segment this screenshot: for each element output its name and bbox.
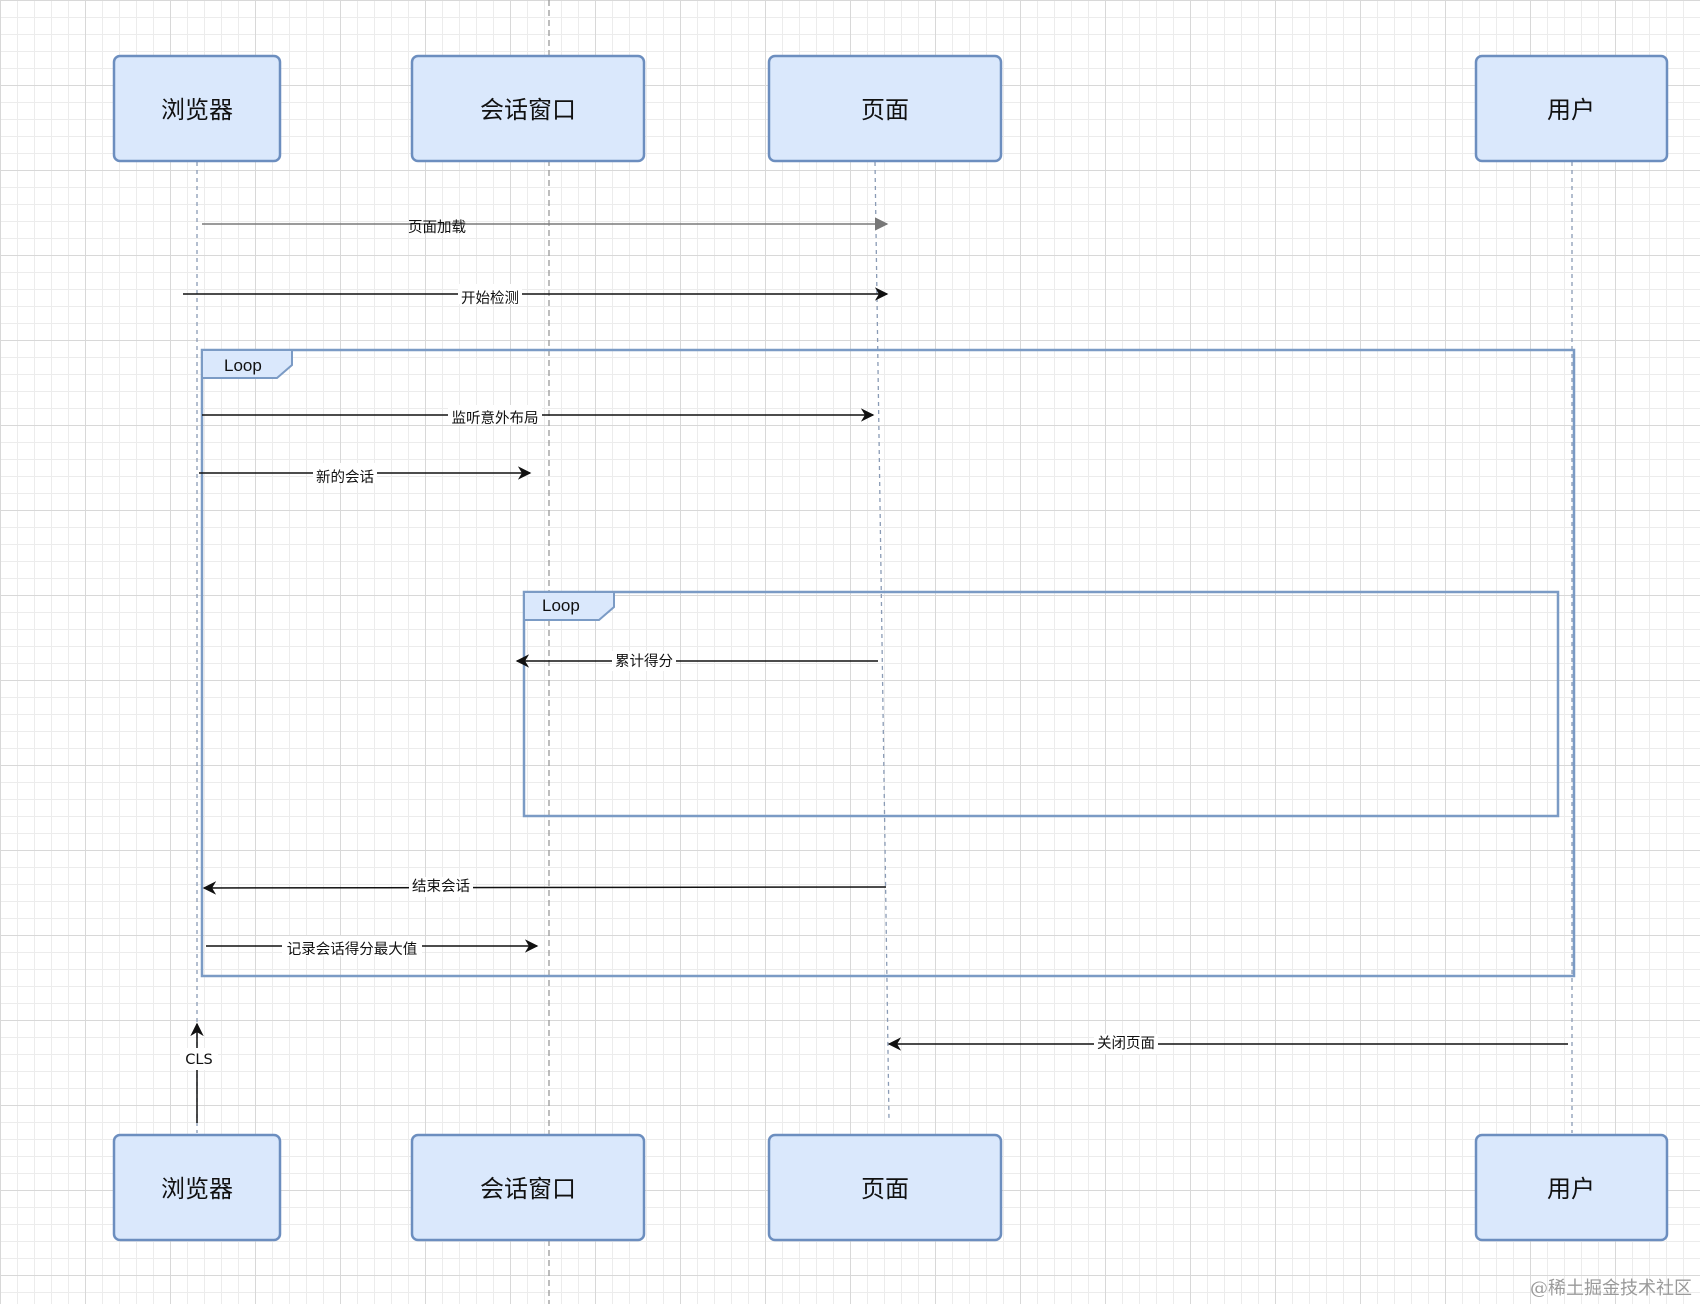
actor-label: 会话窗口 [480,1175,576,1203]
actor-label: 会话窗口 [480,96,576,124]
inner-loop-frame: Loop [522,590,1560,818]
inner-loop-label: Loop [542,596,580,615]
message-end-session: 结束会话 [202,877,887,897]
message-label: 监听意外布局 [452,409,539,427]
message-record-max: 记录会话得分最大值 [206,936,539,958]
message-accumulate-score: 累计得分 [515,651,878,671]
message-page-load: 页面加载 [202,217,889,236]
message-label: 结束会话 [412,878,470,895]
actor-user-top: 用户 [1474,54,1669,163]
actor-label: 浏览器 [161,96,233,124]
message-label: CLS [185,1052,212,1068]
message-label: 页面加载 [408,219,466,236]
actor-session-top: 会话窗口 [410,54,646,163]
message-start-detect: 开始检测 [183,284,889,307]
actor-user-bottom: 用户 [1474,1133,1669,1242]
actor-browser-bottom: 浏览器 [112,1133,282,1242]
outer-loop-label: Loop [224,356,262,375]
actor-label: 用户 [1547,96,1595,124]
actor-page-bottom: 页面 [767,1133,1003,1242]
actor-session-bottom: 会话窗口 [410,1133,646,1242]
actor-label: 页面 [861,96,909,124]
message-new-session: 新的会话 [199,463,532,486]
message-label: 记录会话得分最大值 [287,941,418,958]
message-listen-layout: 监听意外布局 [202,405,875,427]
actor-label: 浏览器 [161,1175,233,1203]
watermark: @稀土掘金技术社区 [1530,1278,1692,1299]
message-label: 累计得分 [615,653,673,670]
message-label: 新的会话 [316,469,374,486]
actor-label: 页面 [861,1175,909,1203]
message-label: 关闭页面 [1097,1035,1155,1052]
actor-page-top: 页面 [767,54,1003,163]
actor-label: 用户 [1547,1175,1595,1203]
message-label: 开始检测 [461,290,519,307]
actor-browser-top: 浏览器 [112,54,282,163]
outer-loop-frame: Loop [200,348,1576,978]
message-cls-result: CLS [180,1022,218,1123]
message-close-page: 关闭页面 [887,1034,1568,1054]
